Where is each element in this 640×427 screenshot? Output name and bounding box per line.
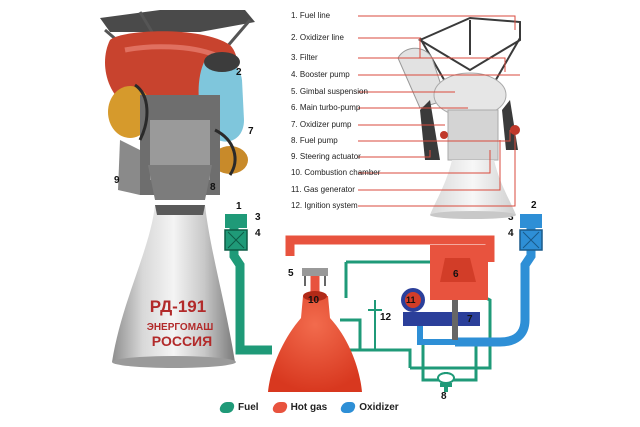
engine-photo: РД-191 ЭНЕРГОМАШ РОССИЯ 2 7 9 8 [100, 10, 255, 368]
gas-generator-schematic [401, 288, 425, 312]
nozzle-text-country: РОССИЯ [152, 333, 212, 349]
callout-4-fuel: 4 [255, 228, 261, 239]
hot-gas-upper-line [285, 235, 495, 262]
photo-callout-9: 9 [114, 175, 120, 186]
steering-actuator-photo [118, 140, 140, 195]
part-label-5: 5. Gimbal suspension [291, 87, 368, 96]
oxidizer-main-line [455, 216, 536, 347]
photo-callout-8: 8 [210, 182, 216, 193]
legend-fuel-swatch [218, 401, 236, 413]
part-label-12: 12. Ignition system [291, 201, 358, 210]
nozzle-text-maker: ЭНЕРГОМАШ [147, 322, 214, 333]
leader-1 [358, 15, 516, 30]
oxidizer-filter-schematic [520, 214, 542, 228]
nozzle-photo [112, 205, 235, 362]
leader-3 [358, 57, 506, 72]
legend-hot-gas: Hot gas [270, 401, 328, 413]
oxidizer-inlet-photo [204, 52, 240, 72]
pipe-photo-2 [214, 128, 237, 176]
fuel-lower-loop [340, 318, 412, 368]
flow-legend: Fuel Hot gas Oxidizer [218, 397, 399, 417]
chamber-head [303, 291, 327, 301]
part-label-4: 4. Booster pump [291, 70, 350, 79]
combustion-chamber-schematic [268, 296, 362, 392]
nozzle-text-model: РД-191 [150, 297, 206, 316]
right-nozzle-rim [430, 211, 516, 219]
callout-4-ox: 4 [508, 228, 514, 239]
ignition-system-schematic [368, 300, 382, 350]
gimbal-schematic [304, 276, 326, 286]
right-nozzle [430, 160, 516, 215]
legend-oxidizer: Oxidizer [339, 401, 399, 413]
nozzle-rim-photo [112, 356, 236, 368]
part-label-3: 3. Filter [291, 53, 318, 62]
leader-2 [358, 37, 421, 58]
legend-oxidizer-label: Oxidizer [359, 401, 399, 413]
part-label-11: 11. Gas generator [291, 185, 355, 194]
fuel-booster-mark [227, 231, 245, 249]
oxidizer-feed-line [417, 326, 455, 345]
part-label-2: 2. Oxidizer line [291, 33, 344, 42]
callout-3-fuel: 3 [255, 212, 261, 223]
schematic-callouts: 1 3 4 2 3 4 5 6 7 8 10 11 12 [236, 200, 537, 402]
part-label-1: 1. Fuel line [291, 11, 331, 20]
legend-hot-gas-label: Hot gas [290, 401, 328, 413]
callout-1: 1 [236, 201, 242, 212]
legend-fuel-label: Fuel [238, 401, 259, 413]
part-label-7: 7. Oxidizer pump [291, 120, 352, 129]
leader-12 [358, 135, 516, 207]
right-red-part [510, 125, 520, 135]
gimbal-bearing-schematic [302, 268, 328, 276]
photo-callout-2: 2 [236, 67, 242, 78]
callout-7: 7 [467, 314, 473, 325]
pipe-photo-1 [134, 83, 149, 141]
part-label-6: 6. Main turbo-pump [291, 103, 361, 112]
leader-11 [358, 140, 501, 191]
legend-fuel: Fuel [218, 401, 259, 413]
flow-schematic [224, 214, 543, 392]
right-actuator-1 [420, 100, 440, 160]
legend-hot-gas-swatch [270, 401, 289, 413]
leader-10 [358, 150, 491, 174]
oxidizer-pump-photo [212, 146, 248, 174]
parts-list: 1. Fuel line 2. Oxidizer line 3. Filter … [291, 11, 381, 210]
throat-housing-photo [148, 165, 212, 200]
fuel-pump-impeller [437, 372, 455, 384]
callout-5: 5 [288, 268, 294, 279]
callout-10: 10 [308, 295, 320, 306]
part-label-8: 8. Fuel pump [291, 136, 338, 145]
oxidizer-pump-schematic [403, 312, 480, 326]
callout-12: 12 [380, 312, 392, 323]
leader-9 [358, 150, 431, 158]
turbopump-turbine [440, 258, 476, 282]
gimbal-frame [100, 10, 255, 32]
callout-11: 11 [406, 295, 416, 305]
right-red-part-2 [440, 131, 448, 139]
legend-oxidizer-swatch [339, 401, 358, 413]
callout-6: 6 [453, 269, 459, 280]
part-label-9: 9. Steering actuator [291, 152, 361, 161]
right-actuator-2 [502, 100, 518, 150]
photo-callout-7: 7 [248, 126, 254, 137]
callout-8: 8 [441, 391, 447, 402]
callout-3-ox: 3 [508, 212, 514, 223]
engine-photo-right [397, 16, 521, 219]
right-gimbal-frame [417, 16, 521, 72]
turbopump-shaft [452, 300, 458, 340]
part-label-10: 10. Combustion chamber [291, 168, 381, 177]
housing-highlight [124, 44, 216, 58]
leader-8 [358, 130, 511, 142]
fuel-filter-schematic [225, 214, 247, 228]
callout-2: 2 [531, 200, 537, 211]
nozzle-ring-photo [155, 205, 205, 215]
leader-lines [358, 15, 520, 207]
oxidizer-booster-mark [522, 231, 540, 249]
